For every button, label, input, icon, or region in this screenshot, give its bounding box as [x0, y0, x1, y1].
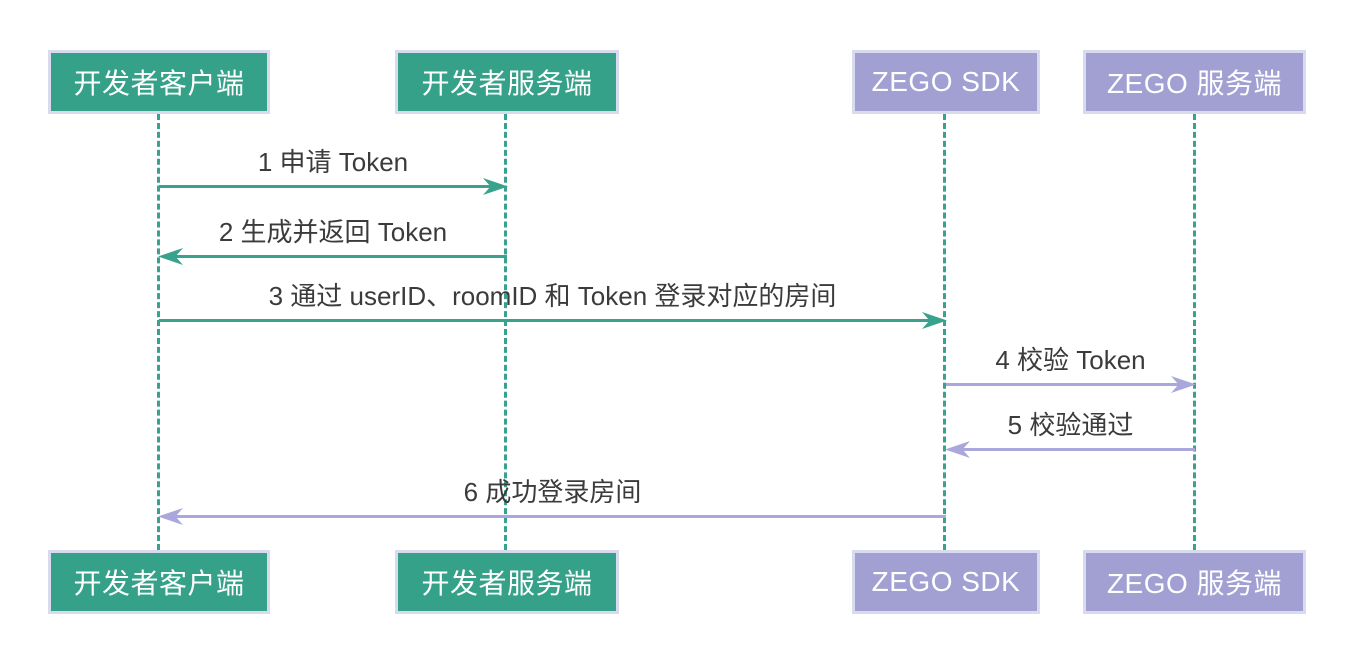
message-2-return-token: 2 生成并返回 Token — [158, 210, 507, 266]
actor-label: 开发者客户端 — [73, 568, 245, 599]
actor-box-zego-server-top: ZEGO 服务端 — [1083, 50, 1306, 114]
actor-label: ZEGO 服务端 — [1106, 568, 1283, 599]
message-5-verify-passed: 5 校验通过 — [945, 403, 1195, 459]
actor-label: 开发者服务端 — [421, 568, 593, 599]
message-4-arrow-line — [946, 383, 1188, 386]
message-3-label: 3 通过 userID、roomID 和 Token 登录对应的房间 — [268, 281, 837, 311]
message-3-arrow-line — [159, 319, 939, 322]
actor-box-developer-client-bottom: 开发者客户端 — [48, 550, 270, 614]
message-6-arrow-line — [166, 515, 946, 518]
message-1-label: 1 申请 Token — [257, 147, 409, 177]
message-4-label: 4 校验 Token — [995, 345, 1146, 375]
actor-label: ZEGO SDK — [871, 566, 1021, 597]
actor-box-developer-client-top: 开发者客户端 — [48, 50, 270, 114]
actor-box-zego-server-bottom: ZEGO 服务端 — [1083, 550, 1306, 614]
message-2-arrow-line — [166, 255, 507, 258]
actor-box-developer-server-top: 开发者服务端 — [395, 50, 619, 114]
actor-label: ZEGO SDK — [871, 66, 1021, 97]
message-4-verify-token: 4 校验 Token — [946, 338, 1196, 394]
message-6-label: 6 成功登录房间 — [463, 477, 642, 507]
message-6-login-success: 6 成功登录房间 — [158, 470, 946, 526]
actor-label: 开发者客户端 — [73, 68, 245, 99]
actor-box-zego-sdk-bottom: ZEGO SDK — [852, 550, 1040, 614]
message-2-label: 2 生成并返回 Token — [218, 217, 448, 247]
message-1-request-token: 1 申请 Token — [159, 140, 508, 196]
actor-box-zego-sdk-top: ZEGO SDK — [852, 50, 1040, 114]
lifeline-developer-server — [504, 114, 507, 550]
lifeline-zego-sdk — [943, 114, 946, 550]
message-5-label: 5 校验通过 — [1007, 410, 1134, 440]
message-1-arrow-line — [159, 185, 500, 188]
lifeline-developer-client — [157, 114, 160, 550]
lifeline-zego-server — [1193, 114, 1196, 550]
message-3-login-room: 3 通过 userID、roomID 和 Token 登录对应的房间 — [159, 274, 947, 330]
actor-label: ZEGO 服务端 — [1106, 68, 1283, 99]
actor-box-developer-server-bottom: 开发者服务端 — [395, 550, 619, 614]
message-5-arrow-line — [953, 448, 1195, 451]
actor-label: 开发者服务端 — [421, 68, 593, 99]
